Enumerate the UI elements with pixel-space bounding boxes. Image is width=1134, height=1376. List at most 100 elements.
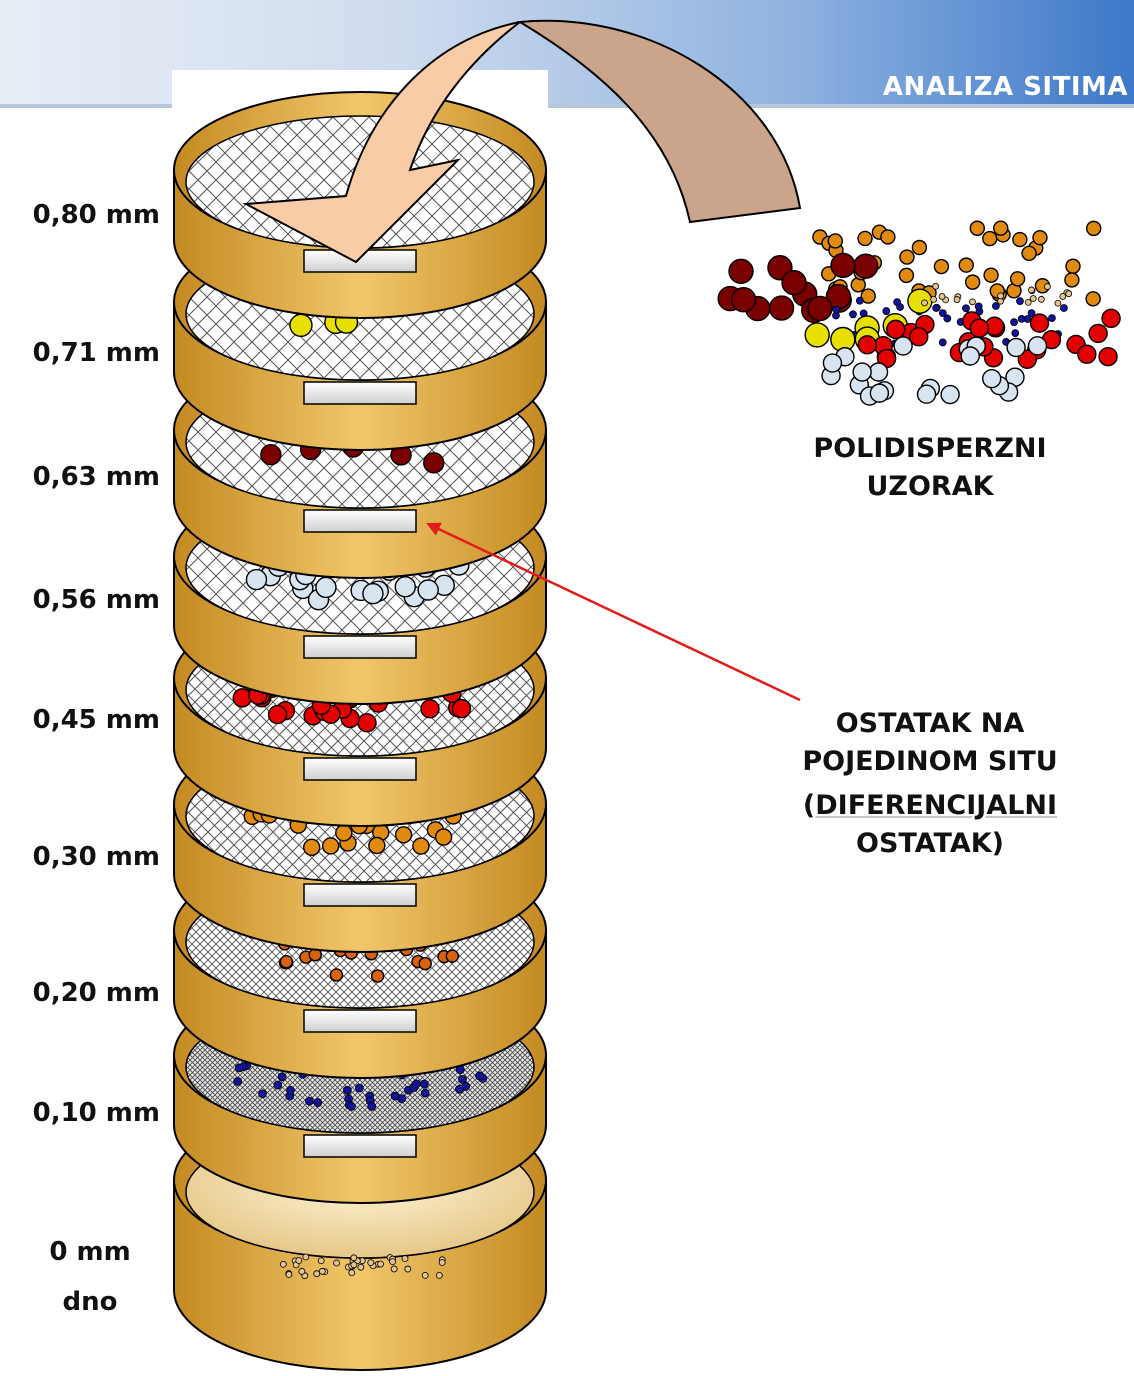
particle: [966, 275, 980, 289]
particle: [349, 1270, 355, 1276]
particle: [355, 1084, 363, 1092]
particle: [1028, 287, 1034, 293]
particle: [323, 838, 339, 854]
particle: [828, 234, 842, 248]
particle: [939, 293, 945, 299]
particle: [336, 825, 352, 841]
sieve-tab: [304, 758, 416, 780]
particle: [881, 230, 895, 244]
residue-caption-line4: OSTATAK): [760, 825, 1100, 863]
particle: [887, 320, 905, 338]
particle: [233, 689, 251, 707]
particle: [422, 1272, 428, 1278]
particle: [235, 1064, 243, 1072]
particle: [296, 1257, 302, 1263]
particle: [939, 310, 946, 317]
residue-caption-line3: (DIFERENCIJALNI: [760, 787, 1100, 825]
particle: [458, 1075, 466, 1083]
particle: [390, 1259, 396, 1265]
particle: [908, 289, 932, 313]
particle: [436, 1272, 442, 1278]
sieve-tab: [304, 636, 416, 658]
particle: [934, 260, 948, 274]
particle: [922, 300, 928, 306]
particle: [1022, 246, 1036, 260]
particle: [912, 241, 926, 255]
sieve-tab: [304, 1135, 416, 1157]
particle: [318, 1258, 324, 1264]
particle: [299, 1268, 305, 1274]
particle: [280, 956, 292, 968]
particle: [421, 700, 439, 718]
particle: [475, 1072, 483, 1080]
particle: [274, 1081, 282, 1089]
particle: [305, 1097, 313, 1105]
particle: [1031, 314, 1049, 332]
particle: [1060, 293, 1066, 299]
particle: [395, 577, 415, 597]
particle: [368, 1260, 374, 1266]
sieve-tab: [304, 510, 416, 532]
particle: [1044, 284, 1050, 290]
particle: [900, 250, 914, 264]
particle: [954, 297, 960, 303]
particle: [280, 1261, 286, 1267]
particle: [933, 304, 940, 311]
particle: [343, 1086, 351, 1094]
particle: [831, 253, 855, 277]
particle: [412, 1080, 420, 1088]
particle: [452, 700, 470, 718]
particle: [939, 339, 946, 346]
particle: [303, 1254, 309, 1260]
sieve-label-4: 0,56 mm: [0, 585, 160, 615]
bottom-sub-label: dno: [0, 1287, 180, 1317]
particle: [858, 231, 872, 245]
particle: [446, 950, 458, 962]
particle: [1016, 298, 1023, 305]
particle: [858, 336, 876, 354]
particle: [941, 386, 959, 404]
particle: [402, 1256, 408, 1262]
residue-caption: OSTATAK NA POJEDINOM SITU (DIFERENCIJALN…: [760, 705, 1100, 863]
particle: [314, 1099, 322, 1107]
particle: [421, 1089, 429, 1097]
particle: [970, 319, 988, 337]
particle: [1065, 273, 1079, 287]
sieve-label-1: 0,80 mm: [0, 200, 160, 230]
particle: [933, 283, 939, 289]
particle: [983, 232, 997, 246]
sieve-label-3: 0,63 mm: [0, 462, 160, 492]
particle: [770, 296, 794, 320]
particle: [1078, 345, 1096, 363]
particle: [918, 385, 936, 403]
particle: [1060, 304, 1067, 311]
bottom-label: 0 mm: [0, 1237, 180, 1267]
particle: [899, 268, 913, 282]
particle: [833, 306, 840, 313]
residue-caption-line1: OSTATAK NA: [760, 705, 1100, 743]
sieve-tab: [304, 1010, 416, 1032]
residue-caption-line2: POJEDINOM SITU: [760, 743, 1100, 781]
particle: [304, 839, 320, 855]
particle: [1087, 221, 1101, 235]
particle: [883, 308, 890, 315]
particle: [984, 268, 998, 282]
particle: [732, 288, 756, 312]
particle: [1066, 259, 1080, 273]
particle: [729, 259, 753, 283]
sieve-label-7: 0,20 mm: [0, 978, 160, 1008]
particle: [363, 584, 383, 604]
particle: [983, 370, 1001, 388]
particle: [1038, 296, 1044, 302]
particle: [998, 293, 1004, 299]
particle: [894, 337, 912, 355]
particle: [436, 829, 452, 845]
particle: [246, 570, 266, 590]
particle: [368, 1102, 376, 1110]
particle: [1102, 309, 1120, 327]
sieve-label-6: 0,30 mm: [0, 842, 160, 872]
particle: [1048, 315, 1055, 322]
particle: [234, 1077, 242, 1085]
particle: [782, 271, 806, 295]
